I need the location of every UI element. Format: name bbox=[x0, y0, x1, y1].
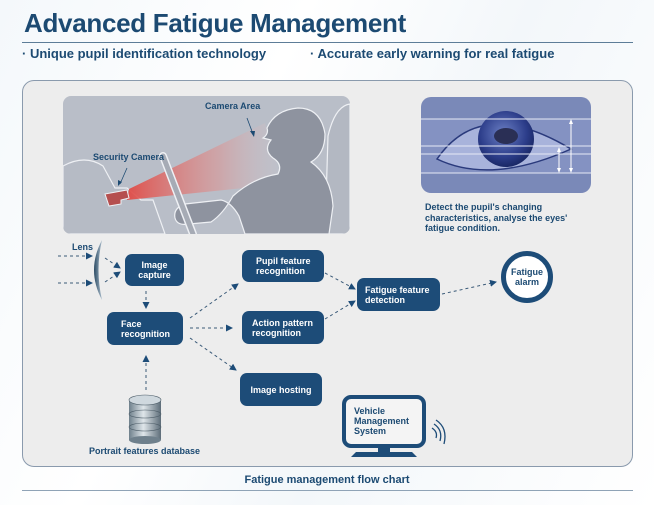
camera-area-label: Camera Area bbox=[205, 101, 261, 111]
eye-caption-line: Detect the pupil's changing bbox=[425, 202, 543, 212]
eye-caption-line: fatigue condition. bbox=[425, 223, 500, 233]
node-label: Face bbox=[121, 318, 142, 329]
driver-scene-graphic bbox=[63, 103, 350, 234]
node-label: Fatigue bbox=[510, 267, 543, 277]
page-title: Advanced Fatigue Management bbox=[24, 8, 406, 38]
title-divider bbox=[22, 42, 633, 43]
action-to-detection-arrow bbox=[324, 300, 356, 320]
driver-scene-illustration: Camera Area Security Camera bbox=[63, 96, 350, 234]
node-label: capture bbox=[138, 270, 171, 280]
face-to-pupil-arrow bbox=[189, 283, 239, 319]
node-label: Image bbox=[141, 260, 168, 270]
lens-to-capture-arrow bbox=[104, 271, 121, 283]
vms-line: System bbox=[354, 426, 387, 436]
camera-beam bbox=[127, 123, 283, 200]
wireless-signal-icon bbox=[431, 419, 446, 445]
caption-divider bbox=[22, 490, 633, 491]
monitor-icon bbox=[342, 395, 426, 457]
node-label: Pupil feature bbox=[256, 256, 311, 266]
node-label: recognition bbox=[252, 327, 301, 338]
lens-label: Lens bbox=[72, 242, 94, 252]
vehicle-management-system-label: Vehicle Management System bbox=[354, 406, 409, 436]
node-label: alarm bbox=[514, 277, 539, 287]
feature-bullet-warning: · Accurate early warning for real fatigu… bbox=[310, 46, 555, 61]
node-label: Image hosting bbox=[250, 384, 312, 395]
vms-line: Management bbox=[354, 416, 410, 426]
feature-bullet-pupil: · Unique pupil identification technology bbox=[22, 46, 267, 61]
lens-icon bbox=[94, 240, 102, 300]
figure-caption: Fatigue management flow chart bbox=[244, 474, 410, 486]
eye-caption-line: characteristics, analyse the eyes' bbox=[425, 212, 568, 223]
node-label: recognition bbox=[121, 328, 170, 339]
vms-line: Vehicle bbox=[354, 406, 386, 416]
eye-graphic bbox=[421, 111, 591, 174]
detection-to-alarm-arrow bbox=[441, 279, 497, 295]
security-camera-icon bbox=[104, 189, 130, 207]
node-label: recognition bbox=[256, 266, 305, 276]
face-to-hosting-arrow bbox=[189, 337, 237, 371]
driver-silhouette bbox=[174, 107, 334, 234]
node-label: detection bbox=[365, 294, 406, 305]
database-label: Portrait features database bbox=[89, 446, 201, 456]
node-image-hosting: Image hosting bbox=[240, 373, 322, 406]
pupil-icon bbox=[494, 128, 518, 144]
database-icon bbox=[128, 394, 162, 444]
lens-to-capture-arrow bbox=[104, 257, 121, 269]
eye-caption: Detect the pupil's changing characterist… bbox=[425, 202, 595, 234]
security-camera-label: Security Camera bbox=[93, 152, 165, 162]
eye-detection-illustration bbox=[421, 97, 591, 193]
node-label: Action pattern bbox=[252, 317, 314, 328]
node-label: Fatigue feature bbox=[365, 284, 430, 295]
pupil-to-detection-arrow bbox=[324, 272, 356, 290]
